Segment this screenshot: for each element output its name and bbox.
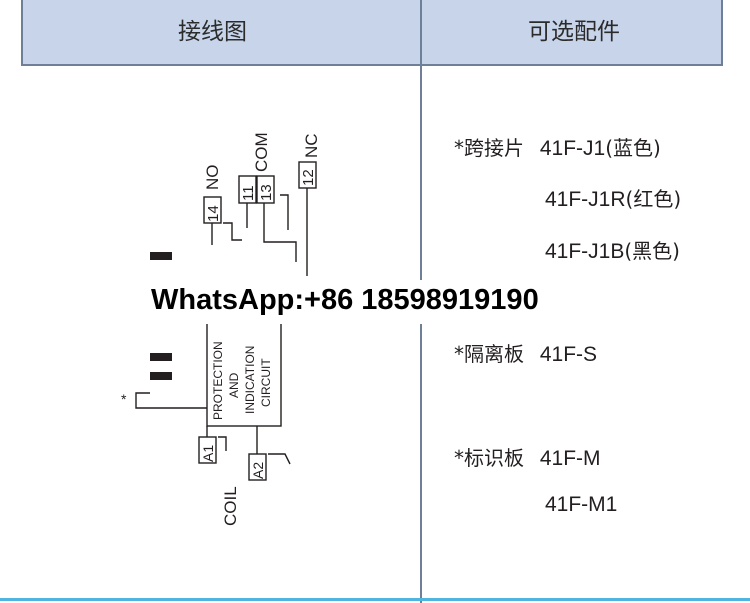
coil-label: COIL [221,486,240,526]
accessory-2-note: (红色) [625,187,682,211]
terminal-13-box [256,175,275,204]
no-label: NO [203,165,222,191]
jumper-bar-1 [150,252,172,260]
side-mark: * [121,391,127,407]
accessory-4-type: *隔离板 [454,342,524,366]
accessory-row-6: 41F-M1 [545,493,617,517]
table-right-border [721,0,723,66]
accessory-5-model: 41F-M [539,447,601,470]
nc-label: NC [302,133,321,158]
a1-contact-link [218,436,227,451]
accessory-1-type: *跨接片 [454,136,524,160]
bottom-accent-line [0,598,750,601]
module-text-line-2: AND [227,372,241,398]
a2-contact-link [268,453,291,465]
terminal-12-label: 12 [300,169,317,186]
accessory-1-model: 41F-J1 [539,137,606,160]
whatsapp-watermark: WhatsApp:+86 18598919190 [147,280,543,324]
accessory-3-note: (黑色) [624,239,680,263]
wiring-diagram: 14 NO 11 13 COM 12 NC PROTECTION AND IND… [121,132,321,526]
accessory-row-3: 41F-J1B(黑色) [545,235,680,264]
com-label: COM [252,132,271,172]
accessory-row-4: *隔离板 41F-S [454,338,597,367]
table-header [22,0,722,66]
accessory-row-1: *跨接片 41F-J1(蓝色) [454,132,661,161]
header-wiring-diagram: 接线图 [178,19,247,45]
module-text-line-4: CIRCUIT [259,358,273,407]
accessory-5-type: *标识板 [454,446,524,470]
terminal-11-label: 11 [240,185,257,201]
accessory-row-2: 41F-J1R(红色) [545,183,681,212]
module-text-line-1: PROTECTION [211,341,225,420]
accessory-4-model: 41F-S [539,343,598,366]
accessory-row-5: *标识板 41F-M [454,442,601,471]
side-wire [135,392,207,409]
a2-label: A2 [250,462,266,479]
accessory-3-model: 41F-J1B [545,240,625,263]
header-optional-accessories: 可选配件 [528,19,620,45]
table-left-border [21,0,23,66]
jumper-bar-3 [150,372,172,380]
a1-label: A1 [200,445,216,462]
accessory-6-model: 41F-M1 [545,493,618,516]
terminal-14-label: 14 [205,205,222,222]
com-contact-link [280,194,289,230]
accessory-1-note: (蓝色) [605,136,661,160]
com-wire-b [263,203,297,262]
module-text-line-3: INDICATION [243,346,257,414]
no-contact-link [223,222,242,241]
jumper-bar-2 [150,353,172,361]
accessory-2-model: 41F-J1R [545,188,626,211]
terminal-13-label: 13 [258,184,275,201]
